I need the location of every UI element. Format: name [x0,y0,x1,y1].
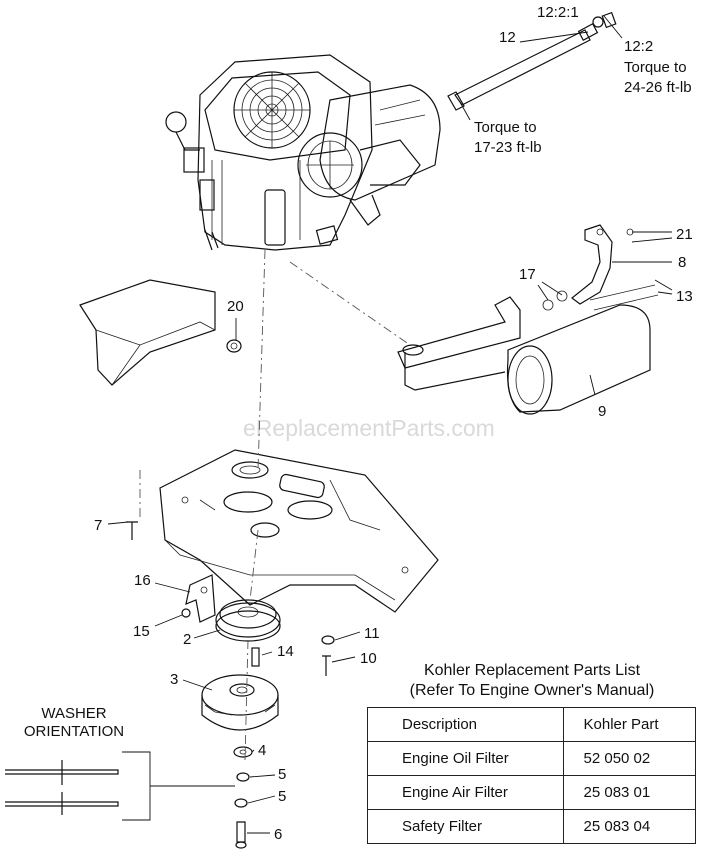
callout-5a: 5 [278,766,286,783]
deck-cover-20 [79,279,242,386]
bolt-10 [322,655,331,676]
callout-14: 14 [277,643,294,660]
callout-4: 4 [258,742,266,759]
parts-list-title-line2: (Refer To Engine Owner's Manual) [409,682,655,699]
watermark: eReplacementParts.com [243,415,495,441]
engine [165,54,441,251]
callout-11: 11 [364,625,380,642]
callout-2: 2 [183,631,191,648]
callout-12-2: 12:2 [624,38,653,55]
table-row: Engine Oil Filter 52 050 02 [367,741,696,776]
muffler-9 [397,290,651,415]
bolt-7 [126,521,138,540]
clutch-3 [201,674,279,731]
washer-orientation-sketch [5,751,235,821]
callout-17: 17 [519,266,536,283]
callout-15: 15 [133,623,150,640]
header-kohler-part: Kohler Part [562,707,696,742]
washer-4 [233,746,253,758]
callout-10: 10 [360,650,377,667]
shaft-12 [447,11,617,111]
callout-9: 9 [598,403,606,420]
table-row: Engine Air Filter 25 083 01 [367,775,696,810]
callout-3: 3 [170,671,178,688]
washer-11 [321,635,335,645]
callout-12-2-1: 12:2:1 [537,4,579,21]
cell-part-number: 52 050 02 [562,741,696,776]
parts-list-title: Kohler Replacement Parts List (Refer To … [372,661,692,701]
callout-13: 13 [676,288,693,305]
table-row: Safety Filter 25 083 04 [367,809,696,844]
pulley-2 [215,599,281,642]
callout-21: 21 [676,226,693,243]
torque-note-a-line1: Torque to [624,59,687,76]
engine-deck-plate [159,449,439,613]
callout-8: 8 [678,254,686,271]
callout-7: 7 [94,517,102,534]
bracket-8 [571,224,659,311]
header-description: Description [367,707,564,742]
cell-description: Safety Filter [367,809,564,844]
torque-note-a-line2: 24-26 ft-lb [624,79,692,96]
torque-note-b-line1: Torque to [474,119,537,136]
callout-12: 12 [499,29,516,46]
bolt-6 [235,821,247,849]
cell-part-number: 25 083 01 [562,775,696,810]
table-header-row: Description Kohler Part [367,707,696,742]
bracket-16 [181,574,216,623]
torque-note-b-line2: 17-23 ft-lb [474,139,542,156]
cell-description: Engine Oil Filter [367,741,564,776]
washer-5a [236,772,250,782]
callout-20: 20 [227,298,244,315]
cell-description: Engine Air Filter [367,775,564,810]
callout-6: 6 [274,826,282,843]
washer-orientation-line2: ORIENTATION [24,723,124,740]
cell-part-number: 25 083 04 [562,809,696,844]
washer-5b [234,798,248,808]
callout-16: 16 [134,572,151,589]
centerline [244,249,266,761]
key-14 [251,647,260,667]
parts-list-table: Description Kohler Part Engine Oil Filte… [367,707,696,844]
callout-5b: 5 [278,788,286,805]
washer-orientation-line1: WASHER [41,705,106,722]
parts-list-title-line1: Kohler Replacement Parts List [423,662,641,679]
